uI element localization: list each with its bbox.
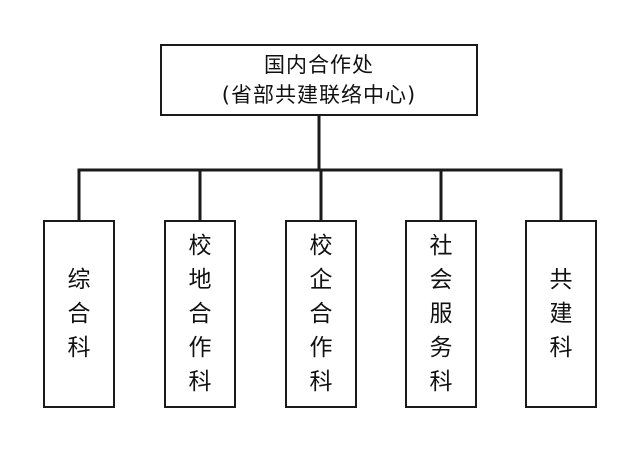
department-label: 校地合作科 <box>188 233 212 395</box>
department-box: 社会服务科 <box>405 220 477 408</box>
top-unit-box: 国内合作处 (省部共建联络中心) <box>160 44 478 116</box>
department-box: 校地合作科 <box>164 220 236 408</box>
top-unit-subtitle: (省部共建联络中心) <box>221 83 417 107</box>
department-box: 综合科 <box>43 220 115 408</box>
department-box: 校企合作科 <box>285 220 357 408</box>
department-label: 综合科 <box>67 267 91 361</box>
department-label: 共建科 <box>549 267 573 361</box>
department-label: 社会服务科 <box>429 233 453 395</box>
top-unit-name: 国内合作处 <box>264 53 374 77</box>
department-box: 共建科 <box>525 220 597 408</box>
department-label: 校企合作科 <box>309 233 333 395</box>
